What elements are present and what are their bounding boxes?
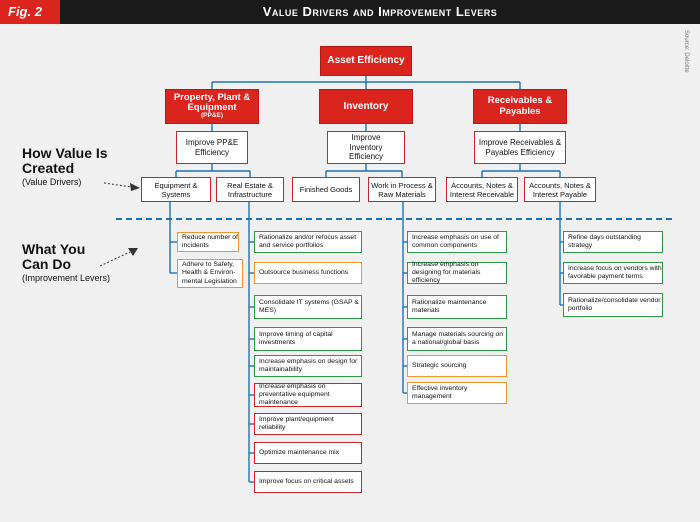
lever-common-components: Increase emphasis on use of common compo…: [407, 231, 507, 253]
lever-capital-timing: Improve timing of capital investments: [254, 327, 362, 351]
lever-inventory-management: Effective inventory management: [407, 382, 507, 404]
arrow-line: [99, 251, 131, 267]
lever-rationalize-portfolios: Rationalize and/or refocus asset and ser…: [254, 231, 362, 253]
lever-strategic-sourcing: Strategic sourcing: [407, 355, 507, 377]
category-title: Property, Plant & Equipment: [173, 92, 251, 114]
lever-maintenance-materials: Rationalize maintenance materials: [407, 295, 507, 319]
value-drivers-subheading: (Value Drivers): [22, 177, 82, 187]
driver-accounts-receivable: Accounts, Notes & Interest Receivable: [446, 177, 518, 202]
lever-favorable-terms: Increase focus on vendors with favorable…: [563, 262, 663, 284]
lever-plant-reliability: Improve plant/equipment reliability: [254, 413, 362, 435]
lever-materials-efficiency: Increase emphasis on designing for mater…: [407, 261, 507, 284]
figure-label: Fig. 2: [0, 0, 60, 24]
category-receivables-payables: Receivables & Payables: [473, 89, 567, 124]
category-ppe: Property, Plant & Equipment (PP&E): [165, 89, 259, 124]
category-inventory: Inventory: [319, 89, 413, 124]
lever-design-maintainability: Increase emphasis on design for maintain…: [254, 355, 362, 377]
lever-consolidate-it: Consolidate IT systems (GSAP & MES): [254, 295, 362, 319]
driver-wip-raw-materials: Work in Process & Raw Materials: [368, 177, 436, 202]
driver-real-estate: Real Estate & Infrastructure: [216, 177, 284, 202]
root-asset-efficiency: Asset Efficiency: [320, 46, 412, 76]
value-drivers-heading: How Value Is Created: [22, 145, 108, 176]
lever-reduce-incidents: Reduce number of incidents: [177, 232, 239, 252]
category-subtitle: (PP&E): [200, 112, 224, 120]
arrow-head: [130, 183, 140, 191]
source-credit: Source: Deloitte: [683, 30, 689, 73]
arrow-line: [103, 182, 133, 188]
lever-outsource: Outsource business functions: [254, 262, 362, 284]
objective-inventory: Improve Inventory Efficiency: [327, 131, 405, 164]
improvement-levers-subheading: (Improvement Levers): [22, 273, 111, 283]
lever-critical-assets: Improve focus on critical assets: [254, 471, 362, 493]
driver-accounts-payable: Accounts, Notes & Interest Payable: [524, 177, 596, 202]
objective-receivables-payables: Improve Receivables & Payables Efficienc…: [474, 131, 566, 164]
lever-vendor-portfolio: Rationalize/consolidate vendor portfolio: [563, 293, 663, 317]
driver-finished-goods: Finished Goods: [292, 177, 360, 202]
improvement-levers-heading: What You Can Do: [22, 241, 86, 272]
lever-preventative-maintenance: Increase emphasis on preventative equipm…: [254, 383, 362, 407]
objective-ppe: Improve PP&E Efficiency: [176, 131, 248, 164]
driver-equipment-systems: Equipment & Systems: [141, 177, 211, 202]
lever-maintenance-mix: Optimize maintenance mix: [254, 442, 362, 464]
arrow-head: [128, 248, 138, 256]
lever-days-outstanding: Refine days outstanding strategy: [563, 231, 663, 253]
lever-safety-legislation: Adhere to Safety, Health & Environ-menta…: [177, 259, 243, 288]
lever-materials-sourcing: Manage materials sourcing on a national/…: [407, 327, 507, 351]
diagram-title: Value Drivers and Improvement Levers: [60, 0, 700, 24]
